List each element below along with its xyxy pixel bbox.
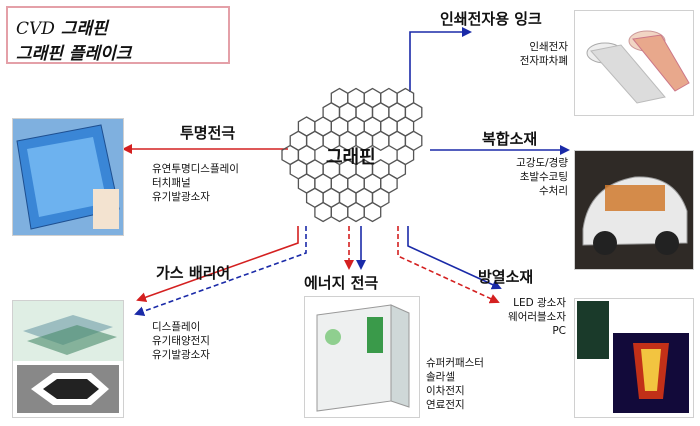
arrow-to-ink <box>409 27 472 92</box>
energy-cell-photo <box>304 296 420 418</box>
heat-led-photo <box>574 298 694 418</box>
composite-item: 초발수코팅 <box>519 171 568 183</box>
transparent-items: 유연투명디스플레이 터치패널 유기발광소자 <box>152 162 239 204</box>
heat-item: PC <box>552 325 566 337</box>
transparent-item: 유연투명디스플레이 <box>152 163 239 175</box>
gas-items: 디스플레이 유기태양전지 유기발광소자 <box>152 320 210 362</box>
arrow-to-gas-blue <box>134 226 307 317</box>
lattice-hexagon <box>314 201 332 223</box>
gas-barrier-photo <box>12 300 124 418</box>
lattice-hexagon <box>363 201 382 223</box>
transparent-title: 투명전극 <box>180 124 236 142</box>
legend-cvd-row: CVD 그래핀 <box>16 14 108 39</box>
ink-items: 인쇄전자 전자파차폐 <box>482 40 568 68</box>
energy-title: 에너지 전극 <box>304 274 379 292</box>
lattice-hexagon <box>330 201 349 223</box>
energy-items: 슈퍼커패스터 솔라셀 이차전지 연료전지 <box>426 356 484 412</box>
arrow-to-heat-red <box>397 226 500 304</box>
ink-title: 인쇄전자용 잉크 <box>440 10 542 28</box>
heat-title: 방열소재 <box>478 268 534 286</box>
arrow-to-heat-blue <box>407 226 502 290</box>
energy-item: 솔라셀 <box>426 371 455 383</box>
gas-item: 유기발광소자 <box>152 349 210 361</box>
heat-items: LED 광소자 웨어러블소자 PC <box>480 296 566 338</box>
energy-item: 연료전지 <box>426 399 465 411</box>
arrow-to-gas-red <box>136 226 299 303</box>
gas-item: 디스플레이 <box>152 321 201 333</box>
transparent-film-photo <box>12 118 124 236</box>
composite-items: 고강도/경량 초발수코팅 수처리 <box>482 156 568 198</box>
transparent-item: 터치패널 <box>152 177 191 189</box>
composite-car-photo <box>574 150 694 270</box>
legend-cvd-prefix: CVD <box>16 19 55 39</box>
heat-item: LED 광소자 <box>513 297 566 309</box>
heat-item: 웨어러블소자 <box>508 311 566 323</box>
ink-tape-photo <box>574 10 694 116</box>
composite-title: 복합소재 <box>482 130 538 148</box>
energy-item: 이차전지 <box>426 385 465 397</box>
composite-item: 수처리 <box>539 185 568 197</box>
graphene-lattice-icon <box>281 87 423 223</box>
legend-flake-label: 그래핀 플레이크 <box>16 44 132 64</box>
gas-title: 가스 배리어 <box>156 264 231 282</box>
energy-item: 슈퍼커패스터 <box>426 357 484 369</box>
lattice-hexagon <box>347 201 365 223</box>
composite-item: 고강도/경량 <box>516 157 568 169</box>
legend-cvd-label: 그래핀 <box>60 19 108 39</box>
gas-item: 유기태양전지 <box>152 335 210 347</box>
legend-box: CVD 그래핀 그래핀 플레이크 <box>6 6 230 64</box>
center-graphene-label: 그래핀 <box>326 147 376 168</box>
ink-item: 인쇄전자 <box>529 41 568 53</box>
ink-item: 전자파차폐 <box>519 55 568 67</box>
transparent-item: 유기발광소자 <box>152 191 210 203</box>
